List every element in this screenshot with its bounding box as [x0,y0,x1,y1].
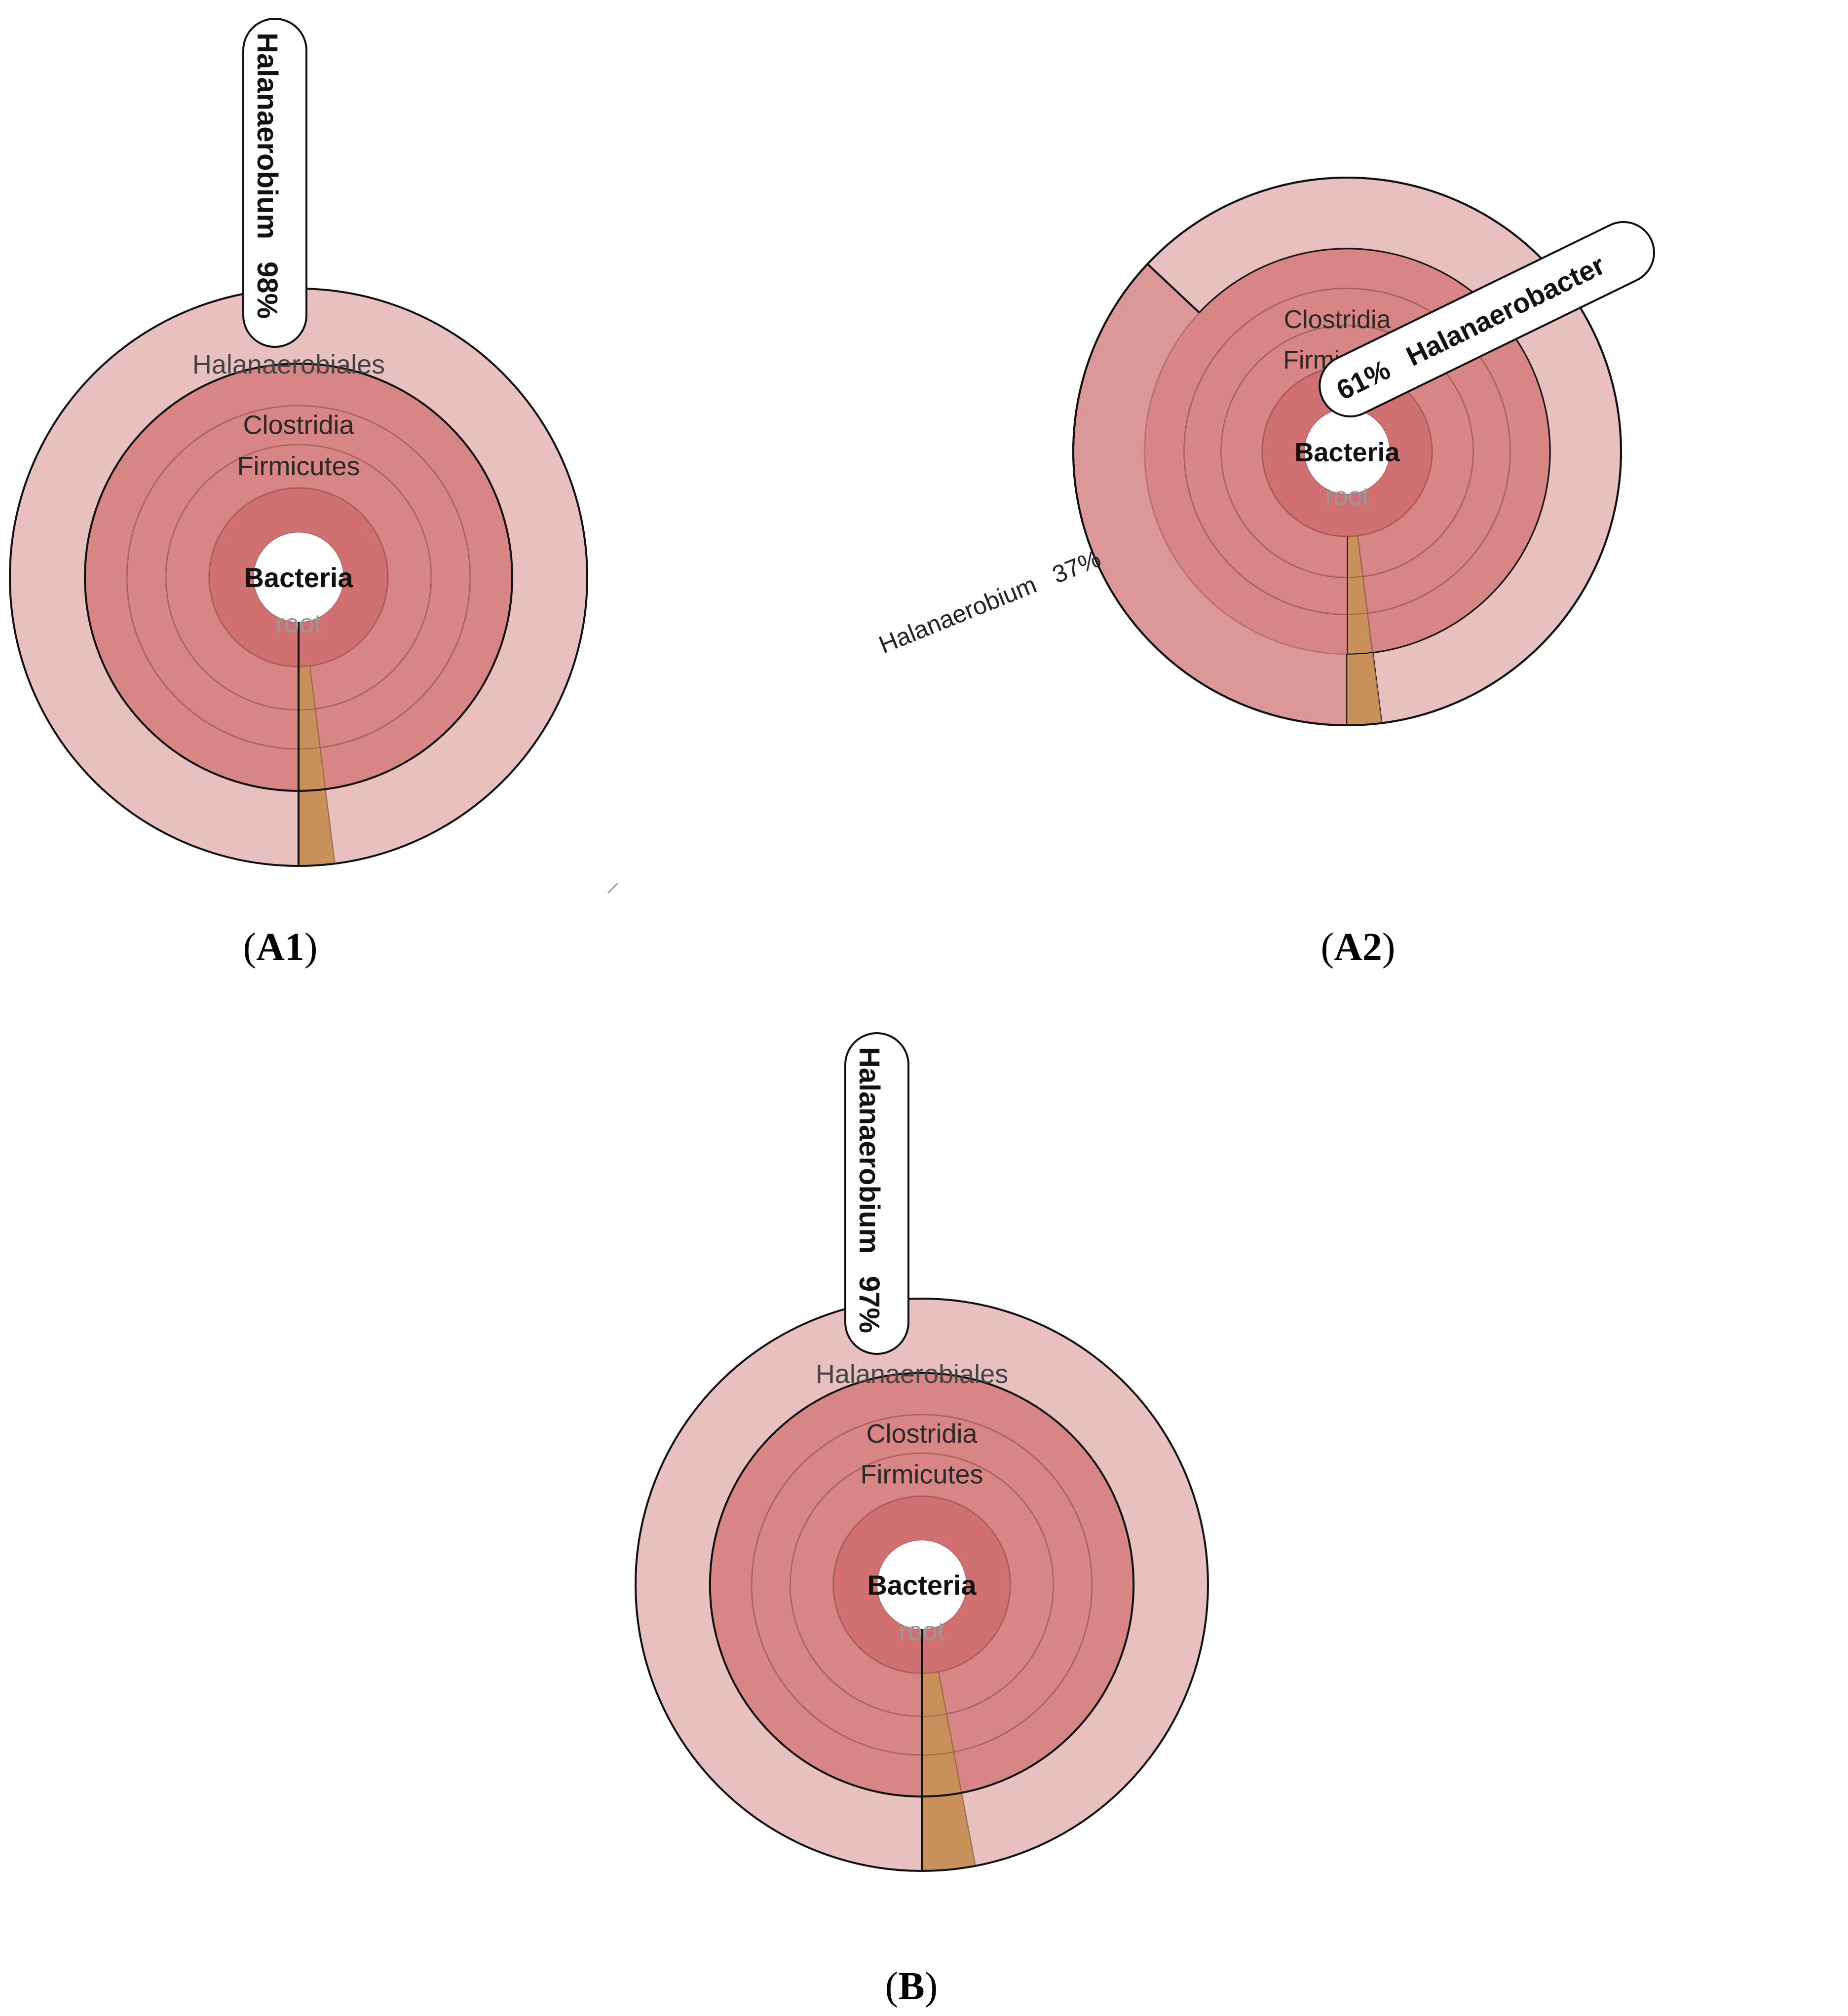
label-bacteria: Bacteria [1294,438,1400,467]
label-clostridia: Clostridia [866,1419,978,1449]
label-root: root [899,1616,944,1646]
callout-value: 97% [853,1276,885,1333]
callout-box [1319,221,1655,418]
b-callout: Halanaerobium 97% [844,1032,909,1355]
caption-a1: (A1) [243,926,317,969]
label-bacteria: Bacteria [867,1569,977,1601]
callout-name: Halanaerobium [853,1047,885,1254]
callout-text: Halanaerobium 98% [251,33,283,319]
caption-a2: (A2) [1320,926,1395,969]
label-halanaerobiales: Halanaerobiales [816,1359,1008,1389]
center-hole [1304,409,1390,494]
caption-b: (B) [885,1965,938,2008]
outer-outline [1072,177,1622,726]
label-halanaerobiales: Halanaerobiales [192,350,385,379]
a1-callout: Halanaerobium 98% [242,18,307,348]
sunburst-a2: BacteriarootFirmicutesClostridiaHalanaer… [875,177,1655,727]
callout-text: Halanaerobium 97% [853,1047,885,1333]
callout-box [242,18,307,348]
sunburst-a1: Bacteria root Firmicutes Clostridia Halanaer… [9,18,588,867]
label-root: root [1325,482,1369,511]
callout-name: Halanaerobium [251,33,283,239]
callout-box [844,1032,909,1355]
label-firmicutes: Firmicutes [860,1460,983,1490]
label-root: root [275,609,321,638]
callout-value: 98% [251,261,283,319]
label-clostridia: Clostridia [243,410,354,440]
sunburst-b: Bacteria root Firmicutes Clostridia Halanaer… [635,1032,1209,1872]
label-clostridia: Clostridia [1284,305,1391,334]
label-bacteria: Bacteria [244,562,353,593]
minor-taxa-wedge[interactable] [298,747,326,791]
label-halanaerobium-name: Halanaerobium [875,570,1040,659]
stray-mark [607,882,619,894]
label-halanaerobium: Halanaerobium37% [875,545,1104,659]
center-hole [877,1540,966,1629]
label-halanaerobium-value: 37% [1049,545,1105,589]
ring-firmicutes[interactable] [789,1452,1055,1717]
label-firmicutes: Firmicutes [237,451,360,481]
center-hole [254,532,343,622]
